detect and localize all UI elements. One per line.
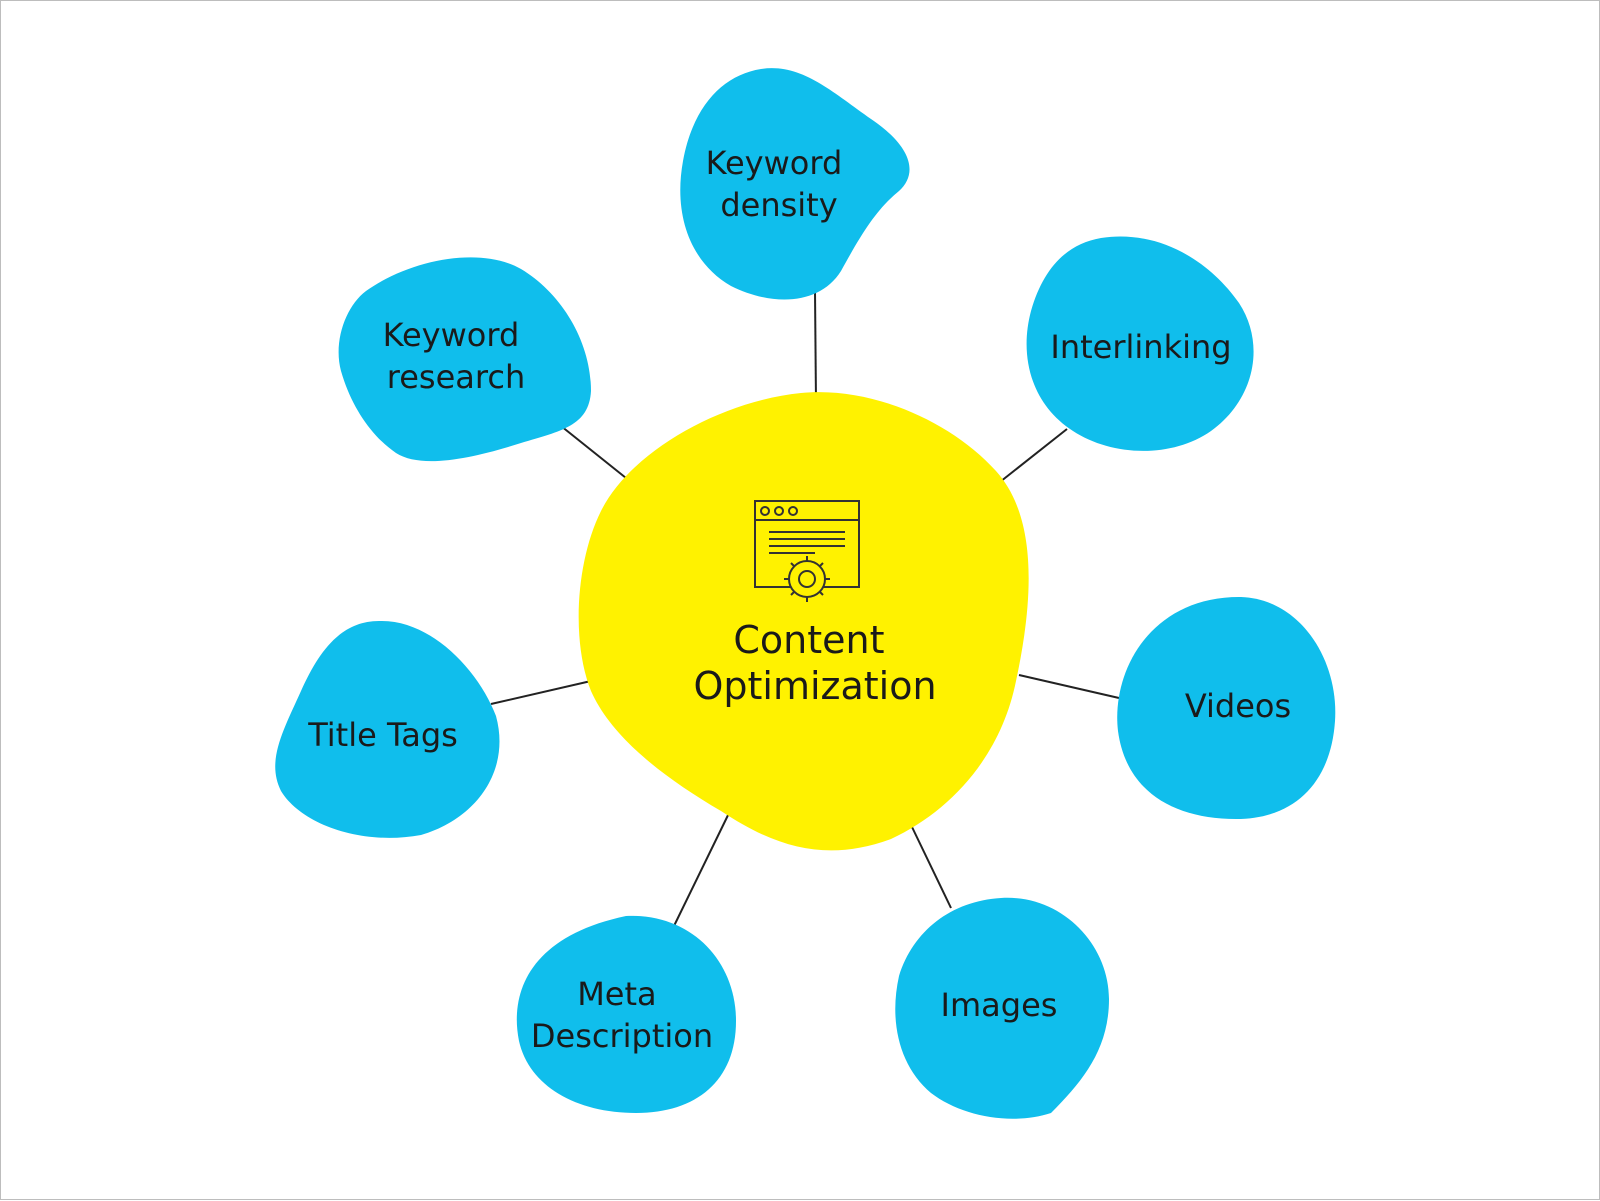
connector-images [911, 826, 952, 909]
label-interlinking: Interlinking [1050, 328, 1231, 366]
center-label: Content Optimization [693, 618, 936, 708]
connector-keyword-density [814, 290, 817, 404]
label-keyword-density-line-2: density [720, 186, 837, 224]
node-blob-meta-description [516, 915, 736, 1113]
webpage-settings-icon [754, 500, 860, 602]
connector-videos [1018, 674, 1120, 699]
connector-meta-description [672, 808, 732, 929]
topic-nodes [275, 68, 1336, 1119]
connector-title-tags [490, 680, 592, 705]
connector-keyword-research [560, 425, 627, 479]
label-videos-line-1: Videos [1185, 687, 1291, 725]
label-interlinking-line-1: Interlinking [1050, 328, 1231, 366]
node-blob-keyword-research [338, 257, 591, 462]
label-images: Images [941, 986, 1058, 1024]
node-blob-interlinking [1026, 236, 1254, 451]
node-blob-keyword-density [680, 68, 910, 300]
label-meta-description-line-2: Description [531, 1017, 713, 1055]
center-blob [578, 392, 1029, 851]
label-videos: Videos [1185, 687, 1291, 725]
label-keyword-density: Keyword density [706, 144, 853, 224]
center-label-line-1: Content [733, 618, 884, 662]
label-title-tags: Title Tags [307, 716, 458, 754]
node-blob-title-tags [275, 620, 500, 838]
label-title-tags-line-1: Title Tags [307, 716, 458, 754]
label-keyword-research-line-2: research [387, 358, 525, 396]
node-blob-images [895, 897, 1109, 1119]
center-label-line-2: Optimization [693, 664, 936, 708]
label-keyword-research-line-1: Keyword [383, 316, 520, 354]
label-keyword-research: Keyword research [383, 316, 530, 396]
connectors [490, 290, 1120, 929]
label-images-line-1: Images [941, 986, 1058, 1024]
node-blob-videos [1117, 596, 1336, 819]
label-keyword-density-line-1: Keyword [706, 144, 843, 182]
label-meta-description-line-1: Meta [577, 975, 656, 1013]
label-meta-description: Meta Description [531, 975, 713, 1055]
